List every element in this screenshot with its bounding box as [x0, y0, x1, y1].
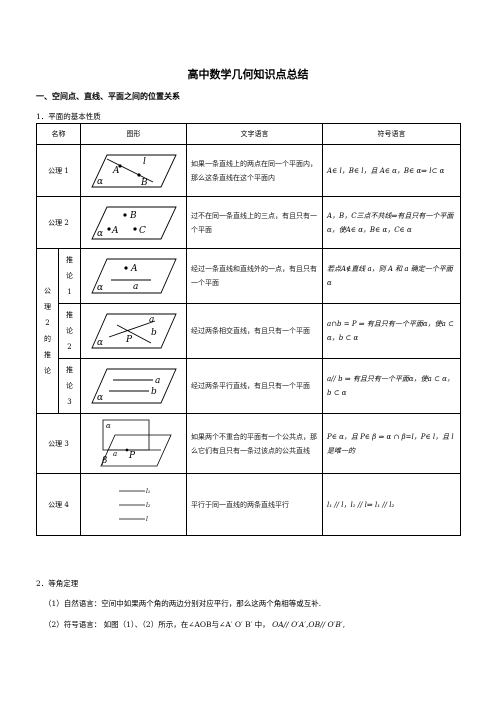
row-text: 经过两条相交直线，有且只有一个平面 — [186, 303, 323, 359]
row-text: 如果两个不重合的平面有一个公共点，那么它们有且只有一条过该点的公共直线 — [186, 413, 323, 474]
header-name: 名称 — [36, 123, 81, 145]
paragraph-math: OA// O′A′,OB// O′B′, — [272, 620, 345, 629]
point-c-label: C — [139, 226, 146, 236]
row-name: 公理 2 — [36, 196, 81, 249]
row-symbol: 若点A∉直线 a，则 A 和 a 确定一个平面α — [322, 248, 461, 304]
header-symbol: 符号语言 — [322, 123, 461, 145]
plane-alpha-label: α — [97, 393, 103, 403]
header-figure: 图形 — [80, 123, 187, 145]
axiom-table: 名称 图形 文字语言 符号语言 公理 1 A B l α 如果一条直线上的两点在… — [36, 123, 461, 536]
paragraph-prefix: （2）符号语言： 如图（1）、（2）所示，在∠AOB与∠A′ O′ B′ 中， — [44, 620, 270, 629]
table-header-row: 名称 图形 文字语言 符号语言 — [36, 123, 461, 145]
figure-axiom-2: B A C α — [80, 196, 187, 249]
row-symbol: A，B，C三点不共线⇒有且只有一个平面 α，使A∈ α，B∈ α，C∈ α — [322, 196, 461, 249]
plane-alpha-label: α — [97, 338, 103, 348]
paragraph-natural-language: （1）自然语言：空间中如果两个角的两边分别对应平行，那么这两个角相等或互补. — [44, 599, 322, 608]
point-a-label: A — [111, 226, 119, 236]
plane-alpha-label: α — [106, 422, 111, 430]
line-l-label: l — [146, 516, 148, 523]
line-a-label: a — [149, 315, 154, 325]
figure-corollary-2: a b P α — [80, 303, 187, 359]
row-name: 公理 1 — [36, 144, 81, 197]
paragraph-symbol-language: （2）符号语言： 如图（1）、（2）所示，在∠AOB与∠A′ O′ B′ 中， … — [44, 619, 345, 630]
figure-corollary-3: a b α — [80, 358, 187, 414]
figure-corollary-1: A a α — [80, 248, 187, 304]
section-heading-1: 一、空间点、直线、平面之间的位置关系 — [36, 92, 180, 101]
point-a-label: A — [112, 166, 120, 176]
row-text: 如果一条直线上的两点在同一个平面内，那么这条直线在这个平面内 — [186, 144, 323, 197]
row-symbol: a// b ⇒ 有且只有一个平面α，使a ⊂ α，b ⊂ α — [322, 358, 461, 414]
line-b-label: b — [151, 328, 157, 338]
row-symbol: a∩b = P ⇒ 有且只有一个平面α，使a ⊂ α，b ⊂ α — [322, 303, 461, 359]
subsection-heading: 1．平面的基本性质 — [36, 112, 101, 121]
row-symbol: P∈ α，且 P∈ β ⇒ α ∩ β=l，P∈ l，且 l 是唯一的 — [322, 413, 461, 474]
plane-alpha-label: α — [97, 229, 103, 239]
row-text: 平行于同一直线的两条直线平行 — [186, 473, 323, 536]
point-b-label: B — [129, 211, 137, 221]
plane-beta-label: β — [101, 456, 107, 466]
section-heading-2: 2．等角定理 — [36, 579, 79, 588]
page-title: 高中数学几何知识点总结 — [187, 68, 309, 81]
row-text: 过不在同一条直线上的三点，有且只有一个平面 — [186, 196, 323, 249]
line-l1-label: l₁ — [146, 488, 150, 495]
row-symbol: A∈ l，B∈ l，且 A∈ α，B∈ α⇒ l⊂ α — [322, 144, 461, 197]
point-a-label: A — [130, 264, 138, 274]
line-l2-label: l₂ — [146, 502, 151, 509]
line-b-label: b — [151, 387, 157, 397]
plane-alpha-label: α — [97, 177, 103, 187]
row-text: 经过一条直线和直线外的一点，有且只有一个平面 — [186, 248, 323, 304]
figure-axiom-4: l₁ l₂ l — [80, 473, 187, 536]
point-p-label: P — [125, 335, 133, 345]
line-a-label: a — [155, 376, 160, 386]
table-row: 公理 2 B A C α 过不在同一条直线上的三点，有且只有一个平面 A，B，C… — [36, 196, 461, 249]
point-b-label: B — [140, 178, 148, 188]
line-a-label: a — [113, 450, 117, 458]
line-a-label: a — [133, 282, 138, 292]
header-text: 文字语言 — [186, 123, 323, 145]
table-row: 公理 3 α a P β 如果两个不重合的平面有一个公共点，那么它们有且只有一条… — [36, 413, 461, 474]
figure-axiom-1: A B l α — [80, 144, 187, 197]
row-text: 经过两条平行直线，有且只有一个平面 — [186, 358, 323, 414]
table-row: 公理 1 A B l α 如果一条直线上的两点在同一个平面内，那么这条直线在这个… — [36, 144, 461, 197]
point-p-label: P — [128, 451, 136, 461]
table-row: 公理 4 l₁ l₂ l 平行于同一直线的两条直线平行 l₁ // l，l₂ /… — [36, 473, 461, 536]
plane-alpha-label: α — [97, 283, 103, 293]
row-name: 公理 4 — [36, 473, 81, 536]
figure-axiom-3: α a P β — [80, 413, 187, 474]
line-l-label: l — [143, 157, 146, 167]
row-symbol: l₁ // l，l₂ // l⇒ l₁ // l₂ — [322, 473, 461, 536]
row-name: 公理 3 — [36, 413, 81, 474]
